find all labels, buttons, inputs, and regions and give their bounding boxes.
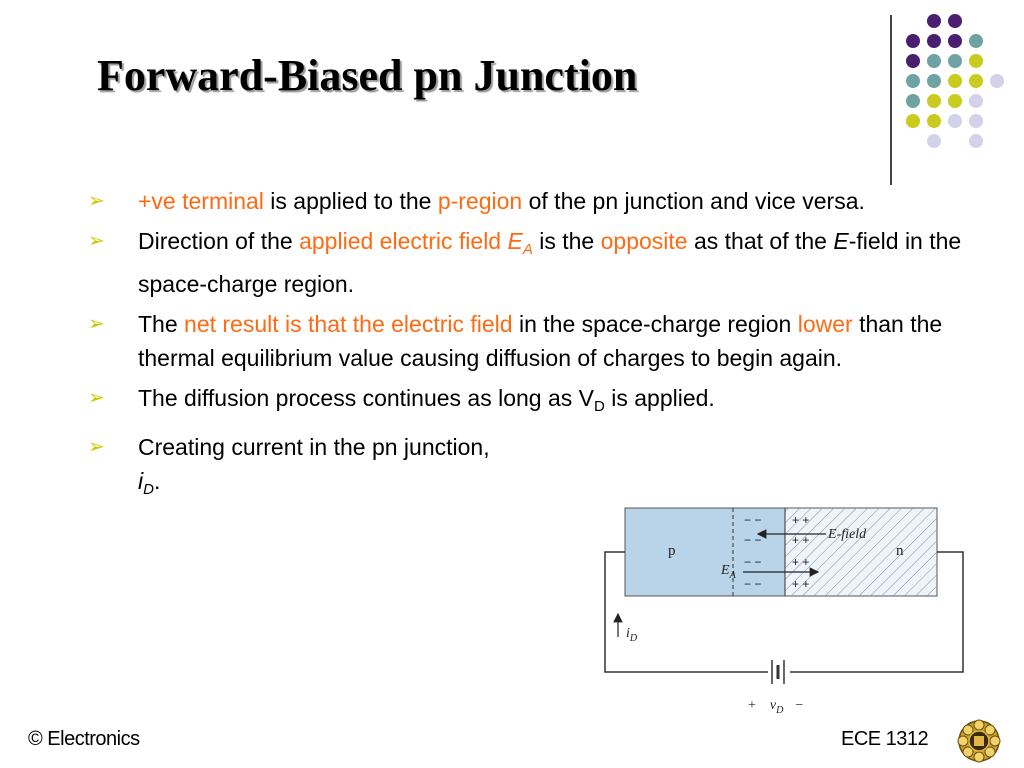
bullet-item: ➢ Creating current in the pn junction, iD. (88, 430, 608, 507)
decorative-dot (969, 134, 983, 148)
decorative-dot (990, 74, 1004, 88)
decorative-dot (906, 54, 920, 68)
positive-charges: + + + + + + + + (792, 513, 809, 591)
bullet-item: ➢ +ve terminal is applied to the p-region… (88, 184, 968, 218)
n-label: n (896, 543, 904, 559)
bullet-text: Direction of the applied electric field … (138, 228, 961, 297)
bullet-text-segment: A (522, 241, 533, 258)
bullet-text: The diffusion process continues as long … (138, 385, 715, 415)
decorative-dot (906, 114, 920, 128)
bullet-text-segment: is applied. (604, 385, 715, 411)
decorative-dot (927, 134, 941, 148)
decorative-dot (969, 114, 983, 128)
current-label: iD (626, 626, 638, 644)
decorative-dot (927, 114, 941, 128)
bullet-item: ➢ The net result is that the electric fie… (88, 307, 968, 375)
decorative-dot (948, 94, 962, 108)
bullet-arrow-icon: ➢ (88, 436, 105, 458)
decorative-dot (906, 94, 920, 108)
bullet-text-segment: is applied to the (263, 188, 438, 214)
applied-field-label: EA (720, 563, 737, 581)
svg-text:+ +: + + (792, 577, 809, 591)
decorative-dot (948, 54, 962, 68)
bullet-text-segment: i (138, 468, 144, 494)
decorative-dot (927, 54, 941, 68)
decorative-dot (906, 74, 920, 88)
decorative-dot (969, 54, 983, 68)
bullet-text-segment: E (507, 228, 523, 254)
bullet-text-segment: Creating current in the pn junction, (138, 434, 490, 460)
circuit-wire (604, 551, 768, 673)
p-region (624, 507, 786, 597)
bullet-text-segment: The (138, 311, 185, 337)
title-divider-line (890, 15, 892, 185)
svg-text:+ +: + + (792, 555, 809, 569)
negative-charges: − − − − − − − − (744, 513, 761, 591)
bullet-item: ➢ The diffusion process continues as long… (88, 381, 968, 424)
decorative-dot (927, 94, 941, 108)
bullet-text-segment: than the thermal equilibrium value causi… (138, 311, 943, 371)
decorative-dot (969, 34, 983, 48)
bullet-arrow-icon: ➢ (88, 313, 105, 335)
bullet-arrow-icon: ➢ (88, 190, 105, 212)
bullet-text-segment: D (594, 398, 605, 415)
university-logo-icon (957, 719, 1001, 763)
svg-text:+ +: + + (792, 513, 809, 527)
bullet-text-segment: . (153, 468, 161, 494)
bullet-arrow-icon: ➢ (88, 387, 105, 409)
bullet-text-segment: +ve terminal (138, 188, 264, 214)
voltage-label: +vD− (748, 698, 803, 716)
bullet-text-segment: E (833, 228, 849, 254)
decorative-dot (948, 34, 962, 48)
bullet-text-segment: as that of the (687, 228, 834, 254)
bullet-text: +ve terminal is applied to the p-region … (138, 188, 865, 214)
bullet-text-segment: applied electric field (299, 228, 508, 254)
bullet-text: The net result is that the electric fiel… (138, 311, 942, 371)
bullet-text-segment: of the pn junction and vice versa. (522, 188, 865, 214)
bullet-text-segment: Direction of the (138, 228, 300, 254)
bullet-list: ➢ +ve terminal is applied to the p-region… (88, 184, 968, 513)
decorative-dot (948, 114, 962, 128)
svg-text:− −: − − (744, 555, 761, 569)
decorative-dot (927, 74, 941, 88)
footer-left: © Electronics (28, 728, 140, 750)
bullet-arrow-icon: ➢ (88, 230, 105, 252)
p-label: p (668, 543, 676, 559)
svg-text:− −: − − (744, 577, 761, 591)
svg-text:− −: − − (744, 533, 761, 547)
bullet-item: ➢ Direction of the applied electric field… (88, 224, 968, 301)
decorative-dot-grid (906, 14, 1004, 148)
decorative-dot (969, 94, 983, 108)
e-field-label: E-field (827, 527, 867, 542)
bullet-text-segment: The diffusion process continues as long … (138, 385, 595, 411)
svg-text:− −: − − (744, 513, 761, 527)
circuit-wire (790, 551, 964, 673)
bullet-text: Creating current in the pn junction, iD. (138, 434, 490, 498)
bullet-text-segment: p-region (437, 188, 523, 214)
decorative-dot (906, 34, 920, 48)
bullet-text-segment: in the space-charge region (512, 311, 798, 337)
footer-right: ECE 1312 (841, 728, 929, 750)
svg-text:+ +: + + (792, 533, 809, 547)
pn-junction-circuit-figure: − − − − − − − − + + + + + + + + E-field EA p n… (604, 507, 964, 716)
bullet-text-segment: lower (797, 311, 853, 337)
bullet-text-segment: opposite (600, 228, 688, 254)
bullet-text-segment: net result is that the electric field (184, 311, 513, 337)
bullet-text-segment: is the (532, 228, 601, 254)
bullet-text-segment: -field in the space-charge region. (138, 228, 962, 297)
n-region-hatch (785, 508, 937, 596)
decorative-dot (948, 74, 962, 88)
decorative-dot (969, 74, 983, 88)
decorative-dot (927, 34, 941, 48)
decorative-dot (948, 14, 962, 28)
slide-title: Forward-Biased pn Junction (97, 51, 638, 100)
decorative-dot (927, 14, 941, 28)
bullet-text-segment: D (143, 481, 154, 498)
